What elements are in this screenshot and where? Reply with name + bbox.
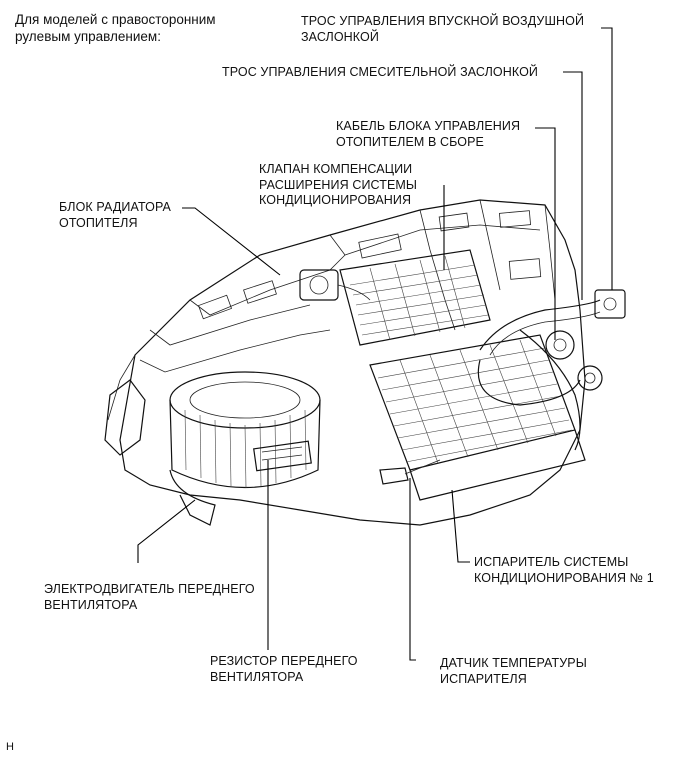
label-intake-door-cable: ТРОС УПРАВЛЕНИЯ ВПУСКНОЙ ВОЗДУШНОЙ ЗАСЛО… [301,14,585,44]
label-heater-radiator: БЛОК РАДИАТОРА ОТОПИТЕЛЯ [59,200,171,230]
footer-code: H [6,741,15,753]
control-cables [477,289,626,451]
label-evaporator-temp-sensor: ДАТЧИК ТЕМПЕРАТУРЫ ИСПАРИТЕЛЯ [440,656,587,686]
evaporator-temp-sensor-body [379,459,441,485]
label-expansion-valve: КЛАПАН КОМПЕНСАЦИИ РАСШИРЕНИЯ СИСТЕМЫ КО… [259,162,418,207]
blower-resistor-body [253,440,312,472]
leader-lines [137,27,613,661]
label-blower-motor: ЭЛЕКТРОДВИГАТЕЛЬ ПЕРЕДНЕГО ВЕНТИЛЯТОРА [44,582,255,612]
expansion-valve-body [299,269,371,301]
label-blower-resistor: РЕЗИСТОР ПЕРЕДНЕГО ВЕНТИЛЯТОРА [210,654,358,684]
heater-radiator-core [339,249,491,346]
label-evaporator: ИСПАРИТЕЛЬ СИСТЕМЫ КОНДИЦИОНИРОВАНИЯ № 1 [474,555,654,585]
label-mix-door-cable: ТРОС УПРАВЛЕНИЯ СМЕСИТЕЛЬНОЙ ЗАСЛОНКОЙ [222,65,538,79]
heater-housing-outline [119,199,586,526]
header-note: Для моделей с правосторонним рулевым упр… [15,12,216,44]
blower-motor-housing [169,371,321,526]
label-heater-control-cable: КАБЕЛЬ БЛОКА УПРАВЛЕНИЯ ОТОПИТЕЛЕМ В СБО… [336,119,521,149]
